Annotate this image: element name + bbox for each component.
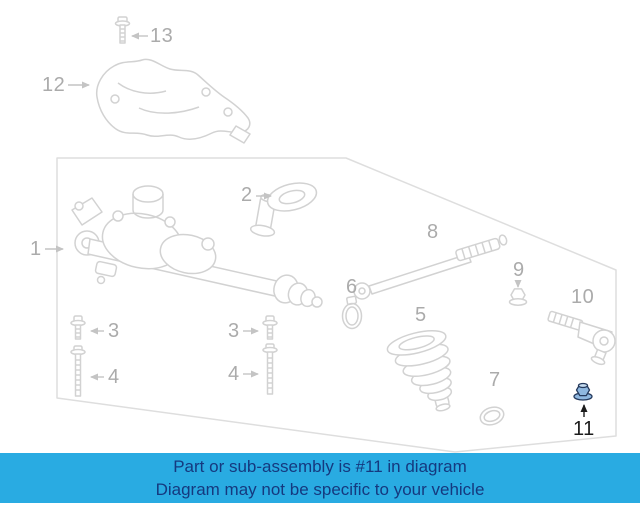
part-label-7: 7 (489, 369, 501, 391)
part-label-3-right: 3 (228, 320, 240, 342)
part-1-steering-gear-assembly (71, 185, 323, 308)
caption-banner: Part or sub-assembly is #11 in diagram D… (0, 453, 640, 503)
part-label-3-left: 3 (108, 320, 120, 342)
part-2-grommet (266, 182, 318, 212)
part-12-heat-shield (95, 58, 251, 144)
part-8-inner-tie-rod (353, 234, 508, 300)
part-3-bolt-left (70, 315, 86, 340)
part-7-clamp-ring (479, 406, 505, 426)
part-label-8: 8 (427, 221, 439, 243)
caption-line-1: Part or sub-assembly is #11 in diagram (173, 456, 467, 476)
part-label-9: 9 (513, 259, 525, 281)
part-label-10: 10 (571, 286, 595, 308)
part-4-bolt-right (262, 343, 278, 395)
part-label-4-left: 4 (108, 366, 120, 388)
diagram-artwork (45, 16, 617, 453)
part-label-4-right: 4 (228, 363, 240, 385)
part-3-bolt-right (262, 315, 278, 340)
caption-line-2: Diagram may not be specific to your vehi… (155, 479, 485, 499)
part-4-bolt-left (70, 345, 86, 397)
part-11-highlighted-nut (573, 382, 593, 401)
part-13-screw (114, 16, 131, 44)
part-10-outer-tie-rod-end (547, 310, 616, 366)
part-5-bellows-boot (386, 330, 453, 412)
part-label-5: 5 (415, 304, 427, 326)
part-label-2: 2 (241, 184, 253, 206)
part-9-nut (508, 288, 528, 306)
part-label-11-highlighted: 11 (573, 418, 595, 440)
part-label-13: 13 (150, 25, 174, 47)
part-6-clamp (341, 295, 363, 330)
assembly-outline-panel (56, 157, 617, 453)
part-label-1: 1 (30, 238, 42, 260)
part-label-12: 12 (42, 74, 66, 96)
leader-arrows (45, 32, 522, 381)
part-label-6: 6 (346, 276, 358, 298)
